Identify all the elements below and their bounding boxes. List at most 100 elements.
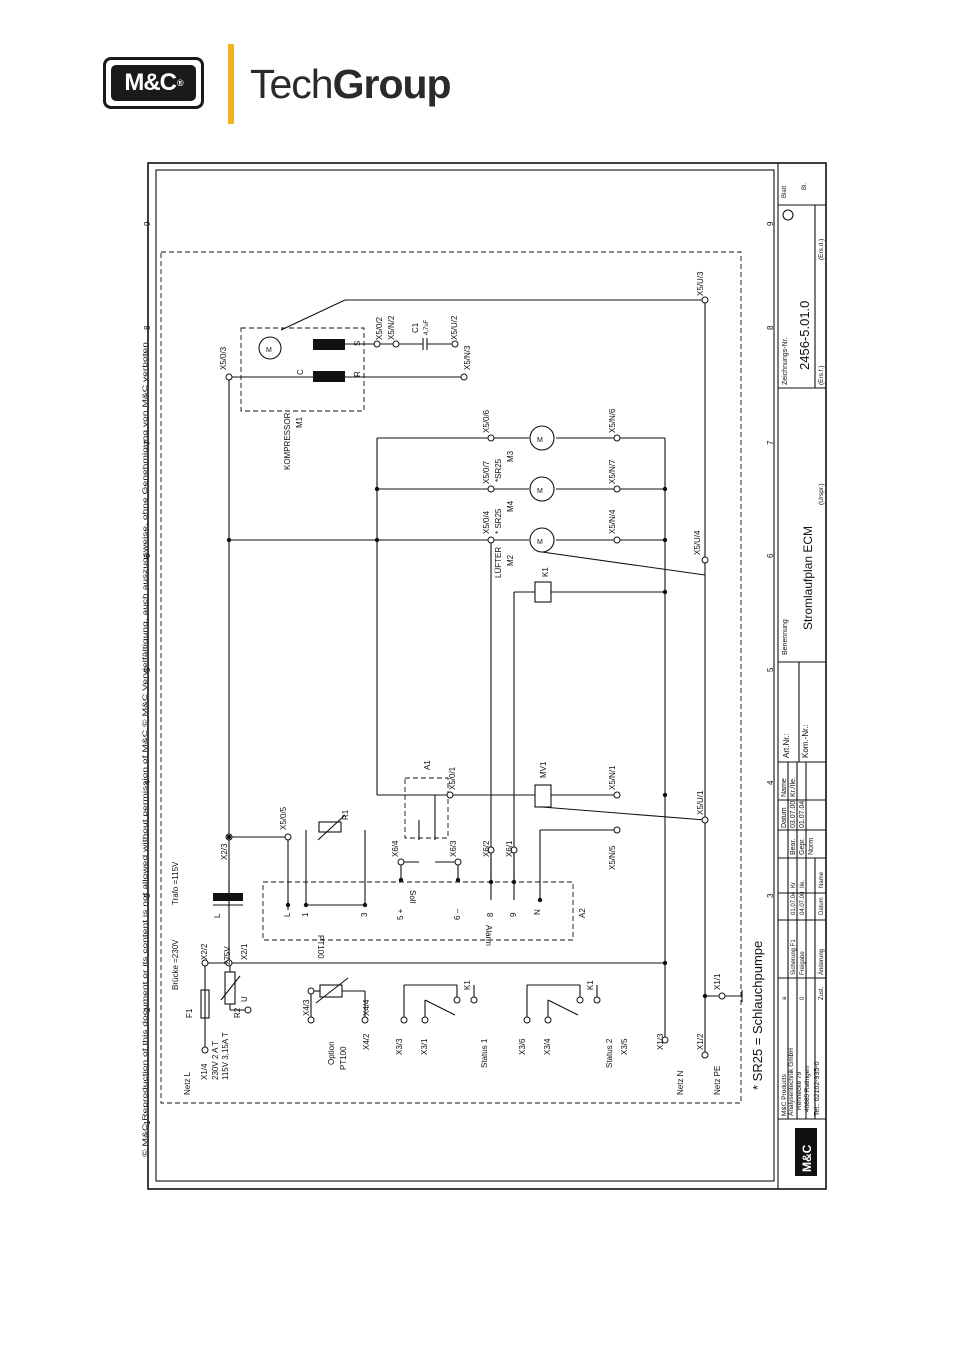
copyright-text: © M&C Reproduction of this document or i… [141,341,149,1157]
ex-icon [782,209,794,221]
label-x5-n-6: X5/N/6 [608,408,617,433]
tb-drawing-no: 2456-5.01.0 [797,301,812,370]
label-x1-2: X1/2 [696,1033,705,1050]
grid-9: 9 [143,221,152,226]
label-x4-4: X4/4 [362,999,371,1016]
rev-0-date: 04.07.00 [800,891,806,915]
label-u: U [240,996,249,1002]
label-x1-4: X1/4 [200,1063,209,1080]
label-x5-u-2: X5/U/2 [450,315,459,340]
label-x2-3: X2/3 [220,843,229,860]
label-275v: 275V [223,946,232,965]
label-netz-l: Netz L [183,1071,192,1095]
label-x3-5: X3/5 [620,1038,629,1055]
label-netz-pe: Netz PE [713,1066,722,1095]
sheet-outer-frame [147,162,827,1190]
label-x6-4: X6/4 [391,840,400,857]
label-x6-2: X6/2 [482,840,491,857]
junction-dots [226,486,708,999]
label-c: C [296,369,305,375]
label-p1: 1 [301,912,310,917]
label-alarm: Alarm [484,925,493,946]
header: M&C® TechGroup [0,0,955,160]
label-pt100-b: PT100 [316,935,325,959]
rev-0-name: Ile. [800,880,806,888]
label-note: * SR25 = Schlauchpumpe [750,941,765,1090]
label-x5-0-5: X5/0/5 [279,806,288,830]
tb-zeichnungs: Zeichnungs-Nr. [782,337,789,385]
label-m2: M2 [506,554,515,566]
label-l-a2: L [283,912,292,917]
label-trafo: Trafo =115V [171,861,180,905]
grid-8: 8 [143,325,152,330]
rev-a-date: 01.07.04 [791,891,797,915]
label-x5-n-4: X5/N/4 [608,509,617,534]
logo-divider [228,44,234,124]
label-s: S [353,341,362,346]
label-n: N [533,909,542,915]
tb-bear-name: Kr./Ile. [790,777,797,797]
grid-7: 7 [143,440,152,445]
grid-6: 6 [143,553,152,558]
label-x5-u-4: X5/U/4 [693,530,702,555]
label-p3: 3 [360,912,369,917]
label-m3: M3 [506,450,515,462]
label-x5-n-1: X5/N/1 [608,765,617,790]
grid-6-r: 6 [766,553,775,558]
tb-gepr-date: 01.07.04 [799,801,806,828]
grid-7-r: 7 [766,440,775,445]
sheet-inner-frame [155,169,775,1182]
label-fuse1: 230V 2 A T [211,1041,220,1080]
grid-3-r: 3 [766,893,775,898]
label-r2: R2 [233,1007,242,1018]
label-x5-n-5: X5/N/5 [608,845,617,870]
label-l: L [213,913,222,918]
title-block: M&C M&C Products Analysentechnik GmbH Re… [778,183,826,1176]
brand-name: TechGroup [250,61,452,108]
tb-benennung: Benennung [782,619,789,655]
label-a1: A1 [423,760,432,770]
rev-0-text: Freigabe [800,951,806,975]
grid-9-r: 9 [766,221,775,226]
tb-name: Name [781,778,788,797]
logo-reg: ® [177,78,184,88]
schematic-labels: Netz L X1/4 230V 2 A T 115V 3,15A T F1 R… [171,271,765,1095]
label-netz-n: Netz N [676,1070,685,1095]
tb-ers-f: (Ers.f.) [818,366,825,386]
label-sr25-a: *SR25 [494,458,503,482]
title-logo-text: M&C [800,1144,814,1172]
logo-text: M&C [124,69,177,96]
grid-4: 4 [143,780,152,785]
label-p8: 8 [486,912,495,917]
enclosure-dashed [160,251,742,1104]
svg-text:M: M [537,437,543,444]
aenderung: Änderung [818,949,825,975]
tb-bl: Bl. [802,183,808,190]
label-r: R [353,371,362,377]
label-pt100: PT100 [339,1046,348,1070]
terminals [201,296,726,1059]
zust: Zust. [819,986,825,1000]
title-logo [795,1128,817,1176]
label-x5-0-2: X5/0/2 [375,316,384,340]
grid-8-r: 8 [766,325,775,330]
label-mv1: MV1 [539,761,548,778]
svg-text:M: M [537,539,543,546]
rev-0: 0 [800,996,806,1000]
label-status2: Status 2 [605,1038,614,1068]
label-x5-n-2: X5/N/2 [387,315,396,340]
brand-thin: Tech [250,61,334,107]
label-x5-n-3: X5/N/3 [463,345,472,370]
tb-norm: Norm [808,838,815,855]
brand-bold: Group [332,61,452,107]
label-x5-0-3: X5/0/3 [219,346,228,370]
label-c1-val: 4,7uF [424,319,430,335]
label-x5-0-6: X5/0/6 [482,409,491,433]
tb-title: Stromlaufplan ECM [801,526,815,630]
label-kompressor: KOMPRESSOR [283,412,292,470]
name2: Name [819,871,825,888]
label-bruecke: Brücke =230V [171,939,180,990]
grid-5: 5 [143,667,152,672]
label-x4-3: X4/3 [302,999,311,1016]
